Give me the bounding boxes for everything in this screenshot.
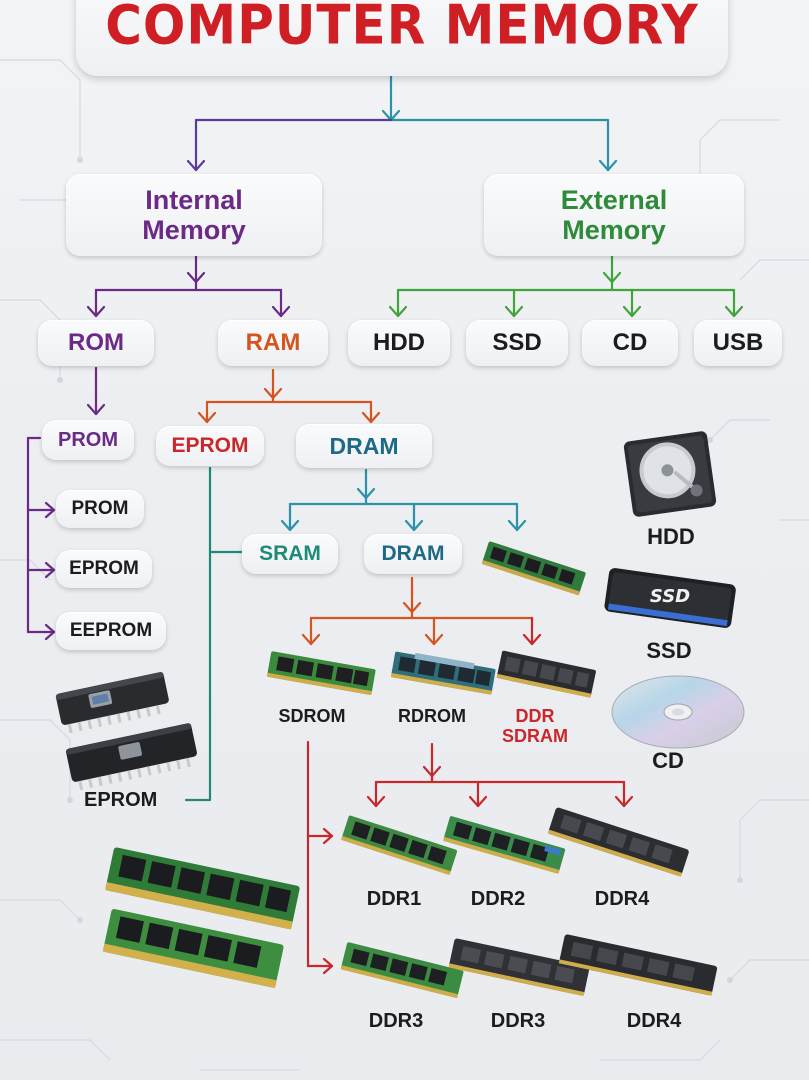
cd-box: CD xyxy=(582,320,678,366)
cd-device-label: CD xyxy=(652,748,684,773)
ram-box: RAM xyxy=(218,320,328,366)
page-title: COMPUTER MEMORY xyxy=(105,0,699,57)
cd-image xyxy=(611,675,745,749)
ram-eprom-box: EPROM xyxy=(156,426,264,466)
internal-memory-box: Internal Memory xyxy=(66,174,322,256)
ram-module-image xyxy=(481,541,586,596)
eprom-chips-image xyxy=(55,672,197,790)
title-banner: COMPUTER MEMORY xyxy=(76,0,728,76)
ddr-sdram-module-image xyxy=(496,650,596,698)
hdd-device-label: HDD xyxy=(647,524,695,549)
rdrom-module-image xyxy=(390,651,496,695)
rom-item-eprom: EPROM xyxy=(56,550,152,588)
ddr1-module-image xyxy=(341,815,458,876)
ddr4-module-image-2 xyxy=(558,934,718,996)
ddr4-module-image-1 xyxy=(547,807,689,877)
prom-head-box: PROM xyxy=(42,420,134,460)
ddr3-label-2: DDR3 xyxy=(490,1010,546,1032)
ssd-device-label: SSD xyxy=(646,638,692,663)
ddr4-label-1: DDR4 xyxy=(594,888,650,910)
dram-sub-box: DRAM xyxy=(364,534,462,574)
ram-dram-box: DRAM xyxy=(296,424,432,468)
rom-box: ROM xyxy=(38,320,154,366)
ddr1-label: DDR1 xyxy=(366,888,422,910)
ssd-drive-text: SSD xyxy=(650,586,690,607)
rom-item-eeprom: EEPROM xyxy=(56,612,166,650)
hdd-image xyxy=(623,431,717,517)
sdrom-label: SDROM xyxy=(278,706,346,726)
rom-item-prom: PROM xyxy=(56,490,144,528)
external-memory-box: External Memory xyxy=(484,174,744,256)
ddr2-label: DDR2 xyxy=(470,888,526,910)
ddr3-module-image-2 xyxy=(448,938,590,997)
ddr3-label-1: DDR3 xyxy=(368,1010,424,1032)
ddr4-label-2: DDR4 xyxy=(626,1010,682,1032)
ddr3-module-image-1 xyxy=(340,942,464,999)
ram-sticks-large-image xyxy=(102,847,300,989)
usb-box: USB xyxy=(694,320,782,366)
sram-box: SRAM xyxy=(242,534,338,574)
ddr2-module-image xyxy=(443,816,566,874)
rdrom-label: RDROM xyxy=(398,706,466,726)
ddr-sdram-label: DDR SDRAM xyxy=(502,706,568,746)
ssd-box: SSD xyxy=(466,320,568,366)
eprom-chip-label: EPROM xyxy=(84,789,158,811)
sdrom-module-image xyxy=(266,651,376,696)
ssd-image: SSD xyxy=(604,568,736,628)
hdd-box: HDD xyxy=(348,320,450,366)
